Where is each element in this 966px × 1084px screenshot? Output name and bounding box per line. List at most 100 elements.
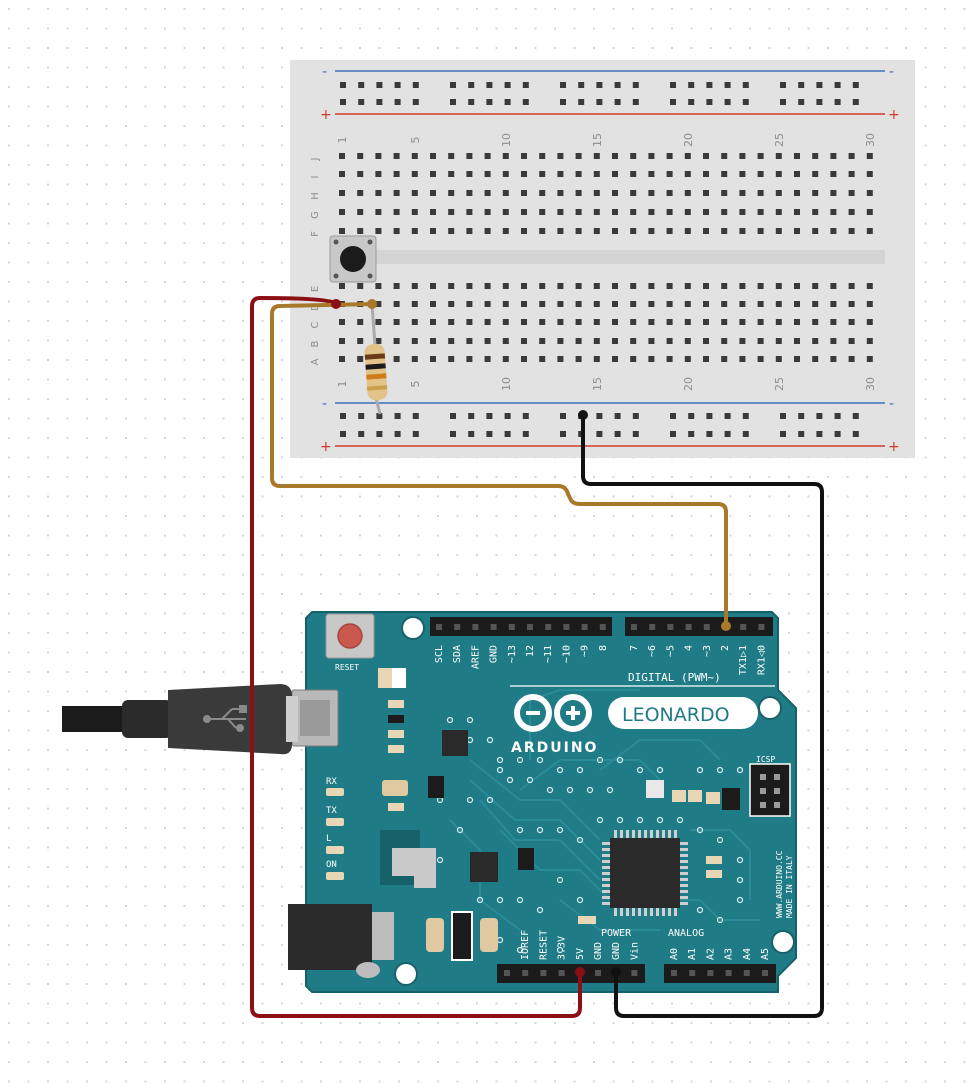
- header-pin: [725, 970, 732, 976]
- rail-hole: [852, 99, 859, 105]
- breadboard-hole: [684, 153, 691, 159]
- rail-minus-top-left: -: [322, 64, 327, 80]
- rail-plus-bottom-left: +: [320, 439, 332, 455]
- breadboard-hole: [393, 190, 400, 196]
- header-pin-label: 2: [720, 645, 731, 651]
- header-pin: [545, 624, 552, 630]
- rail-hole: [504, 431, 511, 437]
- header-pin: [743, 970, 750, 976]
- via: [716, 766, 724, 774]
- via: [516, 756, 524, 764]
- via: [606, 786, 614, 794]
- chip-pin: [680, 872, 688, 875]
- breadboard-hole: [794, 301, 800, 307]
- rail-hole: [376, 99, 383, 105]
- breadboard-hole: [721, 283, 728, 289]
- breadboard-hole: [339, 228, 345, 234]
- chip-pin: [602, 896, 610, 899]
- row-letter: F: [310, 231, 321, 237]
- rail-hole: [670, 99, 676, 105]
- mounting-hole-top: [401, 616, 425, 640]
- rail-hole: [358, 413, 365, 419]
- wires[interactable]: [250, 296, 824, 1018]
- breadboard-hole: [339, 319, 345, 325]
- breadboard-hole: [703, 209, 709, 215]
- rail-hole: [724, 82, 731, 88]
- breadboard-hole: [739, 283, 746, 289]
- breadboard-hole: [411, 228, 418, 234]
- resistor[interactable]: [364, 303, 388, 415]
- rail-hole: [504, 413, 511, 419]
- header-digital-pins: [436, 624, 765, 630]
- usb-plug-metal: [286, 696, 298, 742]
- breadboard[interactable]: - - + + - - + + 115510101515202025253030…: [290, 60, 915, 458]
- via: [486, 796, 494, 804]
- breadboard-hole: [848, 228, 855, 234]
- breadboard-hole: [393, 283, 400, 289]
- header-pin-label: 3.3V: [557, 936, 568, 960]
- breadboard-hole: [830, 171, 837, 177]
- breadboard-hole: [557, 319, 564, 325]
- breadboard-hole: [648, 301, 655, 307]
- breadboard-hole: [812, 153, 819, 159]
- rail-hole: [632, 413, 639, 419]
- breadboard-hole: [666, 171, 673, 177]
- breadboard-hole: [502, 209, 509, 215]
- breadboard-hole: [448, 190, 455, 196]
- row-letter: C: [310, 321, 321, 328]
- column-number: 15: [591, 133, 604, 147]
- breadboard-hole: [812, 190, 819, 196]
- chip-pin: [680, 842, 688, 845]
- usb-cable[interactable]: [62, 684, 298, 755]
- via: [576, 836, 584, 844]
- header-pin-label: ~9: [580, 645, 591, 657]
- via: [506, 776, 514, 784]
- leonardo-name: LEONARDO: [622, 704, 730, 726]
- breadboard-hole: [375, 190, 382, 196]
- breadboard-hole: [830, 190, 837, 196]
- breadboard-hole: [866, 171, 873, 177]
- logo-right-circle: [554, 694, 592, 732]
- breadboard-hole: [757, 228, 764, 234]
- breadboard-hole: [357, 171, 364, 177]
- breadboard-hole: [630, 283, 637, 289]
- rail-hole: [468, 99, 475, 105]
- breadboard-hole: [848, 301, 855, 307]
- wire-pin2-brown[interactable]: [270, 302, 728, 628]
- chip-pin: [680, 878, 688, 881]
- header-pin: [740, 624, 747, 630]
- breadboard-hole: [466, 356, 473, 362]
- push-button-cap[interactable]: [340, 246, 366, 272]
- chip-pin: [602, 860, 610, 863]
- reset-button[interactable]: [337, 623, 363, 649]
- usb-symbol-icon: [203, 705, 247, 732]
- breadboard-hole: [539, 171, 546, 177]
- rail-hole: [358, 82, 365, 88]
- breadboard-hole: [484, 190, 491, 196]
- wire-gnd-black[interactable]: [581, 413, 824, 1018]
- header-pin: [649, 624, 656, 630]
- rail-hole: [780, 413, 786, 419]
- wire-end-black-breadboard: [578, 410, 588, 420]
- breadboard-hole: [630, 301, 637, 307]
- breadboard-hole: [830, 153, 837, 159]
- breadboard-hole: [612, 301, 618, 307]
- row-letter: I: [310, 176, 321, 179]
- push-button[interactable]: [329, 235, 377, 283]
- header-pin: [522, 970, 529, 976]
- chip-pin: [602, 842, 610, 845]
- rail-hole: [614, 99, 621, 105]
- wire-5v-red[interactable]: [250, 296, 582, 1018]
- rail-hole: [596, 99, 603, 105]
- breadboard-hole: [466, 301, 473, 307]
- via: [466, 716, 474, 724]
- via: [446, 716, 454, 724]
- breadboard-hole: [557, 283, 564, 289]
- breadboard-hole: [866, 228, 873, 234]
- breadboard-hole: [630, 153, 637, 159]
- row-letter: B: [310, 340, 321, 347]
- breadboard-hole: [466, 190, 473, 196]
- rail-hole: [742, 413, 749, 419]
